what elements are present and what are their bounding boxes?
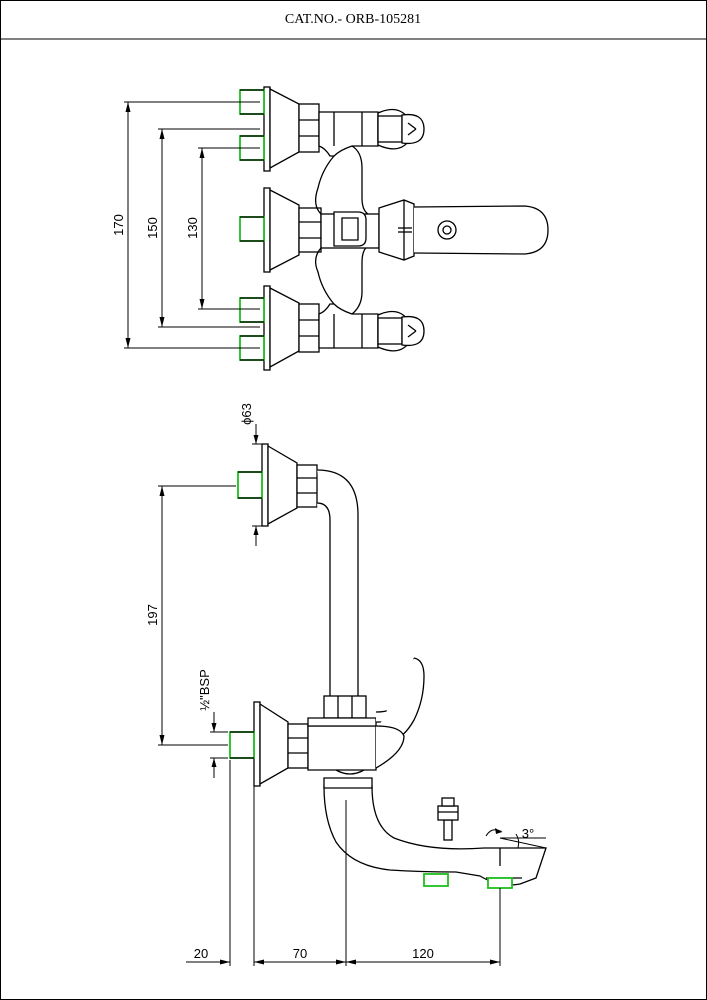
top-view-dimensions bbox=[124, 101, 260, 349]
side-flange-lower bbox=[253, 701, 309, 787]
dim-label-70: 70 bbox=[293, 946, 307, 961]
connector-side-upper bbox=[237, 471, 263, 499]
side-view bbox=[253, 443, 547, 886]
top-lever-collar bbox=[378, 199, 415, 261]
top-crossover-pipe bbox=[314, 145, 369, 215]
dim-label-63: ϕ63 bbox=[239, 403, 254, 425]
dim-label-170: 170 bbox=[111, 214, 126, 236]
top-knob-upper bbox=[377, 108, 425, 150]
dim-label-150: 150 bbox=[145, 217, 160, 239]
side-main-body bbox=[307, 725, 377, 775]
dim-label-130: 130 bbox=[185, 217, 200, 239]
top-view bbox=[263, 86, 549, 371]
top-lever-handle bbox=[413, 205, 549, 255]
top-valve-body-upper bbox=[318, 111, 379, 157]
side-view-dimensions bbox=[158, 424, 547, 966]
side-pipe-nut bbox=[323, 695, 367, 719]
dim-label-angle: 3° bbox=[522, 826, 534, 841]
side-diverter-knob bbox=[437, 797, 459, 841]
side-view-connectors bbox=[229, 471, 513, 889]
dim-label-197: 197 bbox=[145, 604, 160, 626]
dim-label-120: 120 bbox=[412, 946, 434, 961]
top-knob-lower bbox=[377, 310, 425, 352]
dim-label-bsp: ½"BSP bbox=[197, 669, 212, 710]
connector-spout-diverter bbox=[423, 873, 449, 887]
side-riser-pipe bbox=[316, 469, 359, 696]
connector-spout-outlet bbox=[487, 877, 513, 889]
side-flange-upper bbox=[261, 443, 318, 527]
top-flange-middle bbox=[263, 187, 322, 273]
connector-top-3 bbox=[239, 216, 265, 242]
catalog-title: CAT.NO.- ORB-105281 bbox=[285, 12, 421, 27]
top-valve-body-lower bbox=[318, 303, 379, 349]
top-lever-button bbox=[437, 220, 457, 240]
side-spout bbox=[323, 785, 547, 886]
top-view-connectors bbox=[239, 89, 265, 361]
connector-top-4 bbox=[239, 297, 265, 323]
top-flange-lower bbox=[263, 285, 320, 371]
dim-label-20: 20 bbox=[194, 946, 208, 961]
connector-side-lower bbox=[229, 731, 255, 759]
top-flange-upper bbox=[263, 86, 320, 172]
